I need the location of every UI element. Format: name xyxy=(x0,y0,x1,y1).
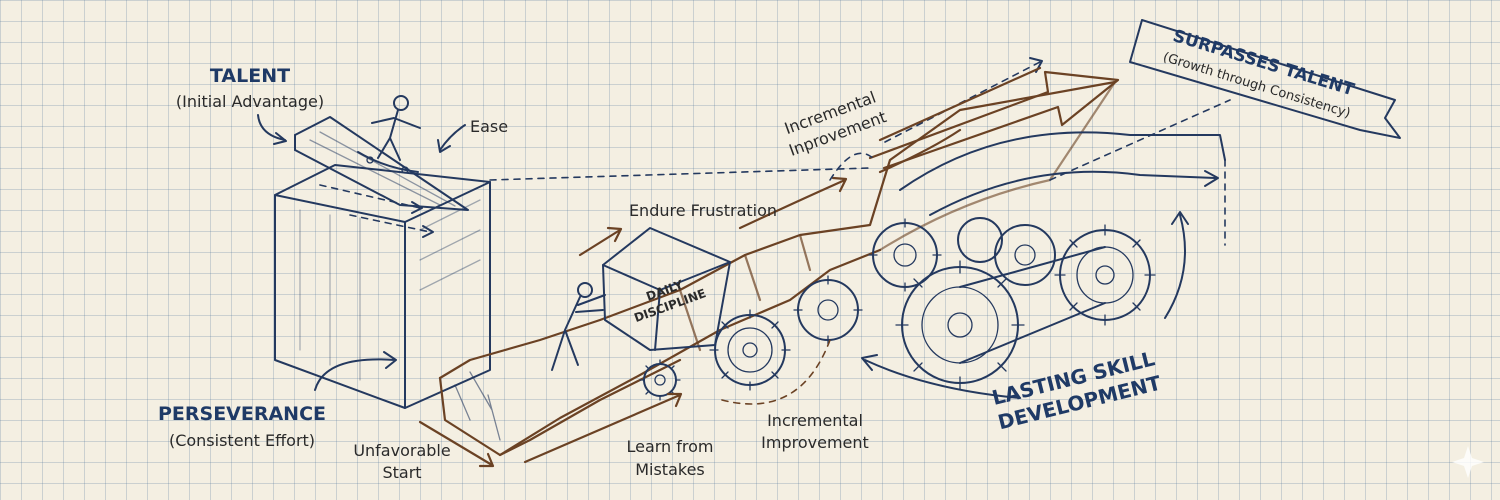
arrow-upper-progress xyxy=(738,176,848,230)
unfavorable-start-label-2: Start xyxy=(382,463,421,482)
gear-right xyxy=(1054,224,1156,326)
talent-ramp xyxy=(294,116,469,211)
incremental-bottom-label-1: Incremental xyxy=(767,411,863,430)
arrow-unfavorable-start xyxy=(418,420,495,468)
main-growth-arrow xyxy=(868,70,1120,174)
learn-from-mistakes-label-1: Learn from xyxy=(626,437,713,456)
talent-block xyxy=(274,164,491,409)
talent-label: TALENT xyxy=(210,65,290,87)
surpasses-banner xyxy=(1129,19,1401,139)
box-text-group: DAILY DISCIPLINE xyxy=(632,277,708,325)
learn-from-mistakes-label-2: Mistakes xyxy=(635,460,705,479)
perseverance-pointer-arrow xyxy=(314,351,397,391)
dashed-loop-bottom xyxy=(721,339,831,405)
lasting-skill-group: LASTING SKILL DEVELOPMENT xyxy=(990,346,1164,434)
talent-dashed-arrows xyxy=(319,167,871,238)
endure-frustration-label: Endure Frustration xyxy=(629,201,777,220)
gear-medium-2 xyxy=(793,275,863,345)
perseverance-label: PERSEVERANCE xyxy=(158,403,326,425)
banner-text-group: SURPASSES TALENT (Growth through Consist… xyxy=(1161,26,1357,121)
lasting-skill-arrow-up xyxy=(1164,211,1189,319)
skater-figure xyxy=(357,95,421,174)
sparkle-icon xyxy=(1452,446,1484,478)
gear-medium-1 xyxy=(709,309,791,391)
arrow-upper-progress-2 xyxy=(878,66,1042,142)
skill-track xyxy=(884,57,1231,246)
talent-sub-label: (Initial Advantage) xyxy=(176,92,324,111)
ease-pointer-arrow xyxy=(437,124,466,153)
pushing-person xyxy=(551,282,606,371)
rocky-path xyxy=(438,80,1117,457)
incremental-top-group: Incremental Inprovement xyxy=(782,88,889,160)
arrow-bottom-progress xyxy=(523,392,683,464)
unfavorable-start-label-1: Unfavorable xyxy=(353,441,450,460)
gear-small-bottom xyxy=(639,359,681,401)
gear-large xyxy=(895,260,1025,390)
gear-mid-cluster xyxy=(868,218,942,292)
lasting-skill-arrow xyxy=(861,354,1021,399)
incremental-bottom-label-2: Improvement xyxy=(761,433,869,452)
arrow-endure xyxy=(578,226,623,257)
gear-chain-belt xyxy=(959,246,1106,364)
perseverance-sub-label: (Consistent Effort) xyxy=(169,431,315,450)
talent-pointer-arrow xyxy=(257,114,287,145)
ease-label: Ease xyxy=(470,117,508,136)
gear-top-cluster xyxy=(957,217,1056,286)
dashed-loop-top xyxy=(829,152,876,181)
